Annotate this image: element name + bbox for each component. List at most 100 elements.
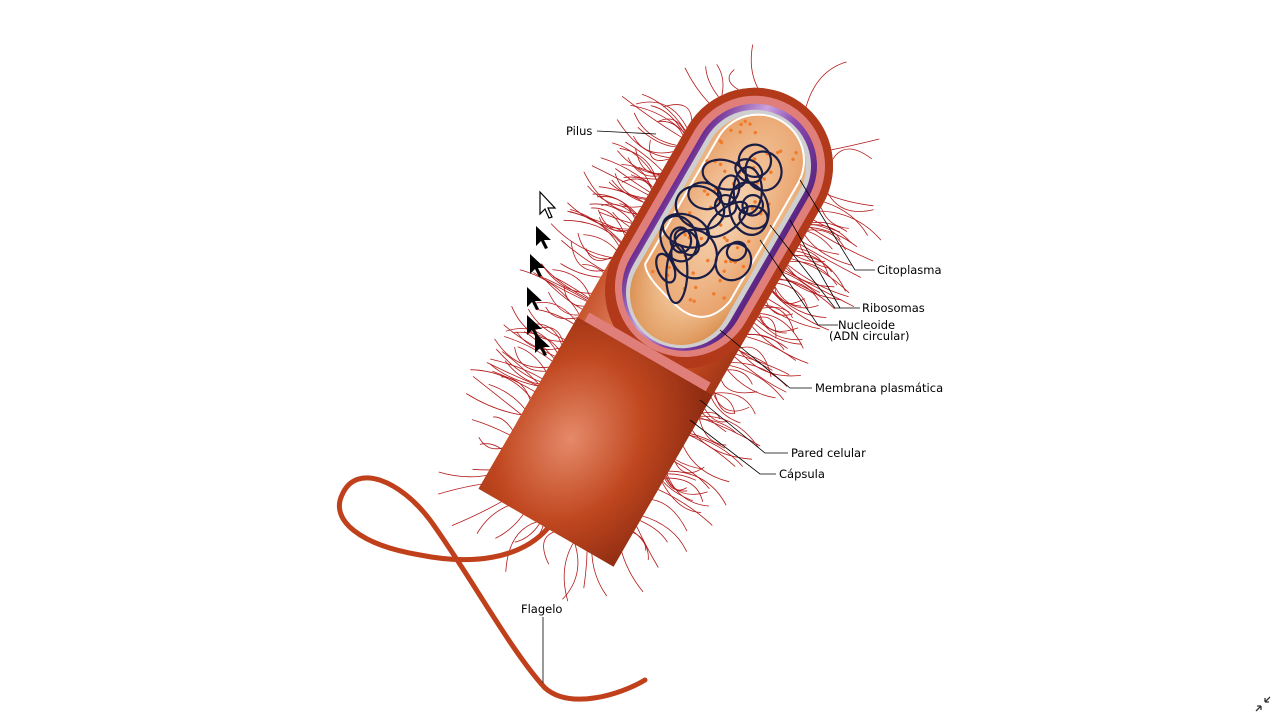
pilus-filament bbox=[805, 61, 847, 107]
pilus-filament bbox=[597, 209, 628, 232]
pilus-filament bbox=[739, 346, 772, 378]
pilus-filament bbox=[810, 224, 852, 244]
ribosome-dot bbox=[739, 122, 743, 127]
pilus-filament bbox=[728, 69, 739, 90]
ribosome-dot bbox=[762, 177, 766, 181]
ribosome-dot bbox=[753, 200, 757, 204]
pilus-filament bbox=[615, 168, 650, 193]
pilus-filament bbox=[563, 537, 578, 602]
pilus-filament bbox=[589, 203, 633, 223]
pilus-filament bbox=[772, 290, 802, 307]
pilus-filament bbox=[661, 482, 702, 513]
dna-loop bbox=[669, 226, 693, 254]
dna-loop bbox=[701, 158, 748, 191]
pilus-filament bbox=[684, 67, 710, 104]
pilus-filament bbox=[582, 264, 604, 273]
pilus-filament bbox=[560, 263, 601, 278]
pilus-filament bbox=[494, 338, 549, 368]
pilus-filament bbox=[736, 353, 790, 375]
pilus-filament bbox=[658, 118, 686, 132]
ribosome-dot bbox=[729, 128, 733, 133]
label-citoplasma: Citoplasma bbox=[877, 263, 942, 277]
pilus-filament bbox=[591, 165, 649, 196]
pilus-filament bbox=[777, 282, 809, 310]
pilus-filament bbox=[674, 460, 705, 474]
ribosome-dot bbox=[718, 139, 723, 143]
ribosome-dot bbox=[748, 122, 752, 126]
dna-loop bbox=[674, 185, 726, 231]
pilus-filament bbox=[501, 351, 540, 385]
ribosome-dot bbox=[724, 259, 728, 264]
pilus-filament bbox=[682, 446, 730, 483]
ribosome-dot bbox=[651, 269, 655, 274]
mouse-pointer-trail bbox=[527, 190, 557, 356]
pilus-filament bbox=[612, 211, 630, 228]
pilus-filament bbox=[747, 334, 785, 351]
pilus-filament bbox=[762, 306, 793, 318]
pilus-filament bbox=[616, 119, 670, 158]
pilus-filament bbox=[668, 470, 727, 506]
ribosome-dot bbox=[722, 296, 726, 300]
pilus-filament bbox=[789, 261, 838, 286]
pilus-filament bbox=[583, 171, 638, 215]
pilus-filament bbox=[665, 475, 688, 492]
pilus-filament bbox=[807, 230, 833, 250]
pilus-filament bbox=[583, 234, 617, 251]
pilus-filament bbox=[544, 277, 588, 301]
pilus-filament bbox=[710, 397, 741, 424]
pilus-filament bbox=[757, 316, 777, 339]
ribosome-dot bbox=[706, 258, 710, 263]
pilus-filament bbox=[662, 481, 693, 502]
pilus-filament bbox=[635, 101, 688, 128]
pilus-filament bbox=[514, 346, 547, 372]
ribosome-dot bbox=[688, 298, 693, 302]
pilus-filament bbox=[664, 477, 704, 502]
pilus-filament bbox=[545, 306, 578, 320]
pilus-filament bbox=[633, 520, 659, 568]
pilus-filament bbox=[664, 478, 687, 491]
pilus-filament bbox=[577, 233, 612, 260]
exit-fullscreen-icon[interactable] bbox=[1254, 695, 1272, 713]
pilus-filament bbox=[812, 221, 848, 232]
pilus-filament bbox=[650, 105, 685, 134]
label-pilus: Pilus bbox=[566, 124, 592, 138]
pilus-filament bbox=[470, 369, 532, 399]
pilus-filament bbox=[701, 412, 727, 433]
pilus-filament bbox=[738, 350, 767, 364]
pilus-filament bbox=[774, 286, 819, 309]
flagellum bbox=[336, 475, 648, 702]
pilus-filament bbox=[827, 193, 874, 212]
mouse-pointer-icon bbox=[530, 254, 545, 277]
pilus-filament bbox=[820, 207, 849, 229]
mouse-pointer-icon bbox=[527, 287, 542, 310]
pilus-filament bbox=[519, 269, 580, 315]
pilus-filament bbox=[689, 434, 743, 467]
pilus-filament bbox=[674, 461, 710, 489]
pilus-filament bbox=[807, 229, 847, 251]
pilus-filament bbox=[766, 301, 794, 316]
pilus-filament bbox=[801, 240, 840, 255]
pilus-filament bbox=[797, 248, 829, 277]
pilus-filament bbox=[809, 226, 858, 248]
pilus-filament bbox=[809, 226, 874, 262]
pilus-filament bbox=[786, 266, 821, 293]
pilus-filament bbox=[552, 269, 591, 297]
pilus-filament bbox=[714, 391, 735, 414]
pilus-filament bbox=[764, 304, 820, 330]
ribosome-dot bbox=[750, 207, 755, 211]
pilus-filament bbox=[756, 318, 787, 334]
pilus-filament bbox=[691, 430, 753, 460]
pilus-filament bbox=[567, 202, 629, 230]
pilus-filament bbox=[721, 379, 758, 394]
pilus-filament bbox=[612, 142, 658, 181]
pilus-filament bbox=[705, 66, 719, 98]
label-nucleoide: Nucleoide bbox=[838, 318, 895, 332]
ribosome-dot bbox=[776, 150, 780, 155]
dna-loop bbox=[728, 181, 770, 236]
pilus-filament bbox=[543, 531, 555, 565]
pilus-filament bbox=[540, 263, 589, 300]
ribosome-dot bbox=[718, 278, 722, 283]
pilus-filament bbox=[539, 274, 583, 310]
pilus-filament bbox=[517, 346, 547, 372]
